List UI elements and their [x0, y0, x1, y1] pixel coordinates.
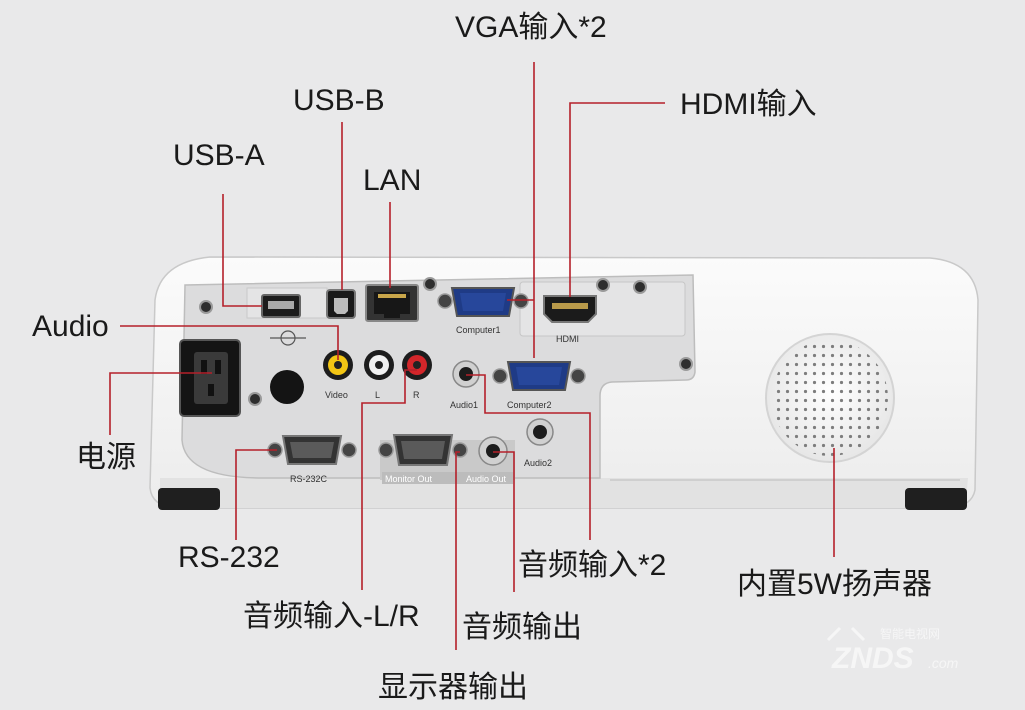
audio-out-jack [478, 436, 508, 466]
hdmi-port [543, 295, 597, 323]
label-hdmi: HDMI [556, 334, 579, 344]
label-monitor-out: Monitor Out [385, 474, 433, 484]
callout-audio: Audio [32, 310, 109, 343]
label-l: L [375, 390, 380, 400]
callout-vga-input: VGA输入*2 [455, 11, 607, 44]
usb-a-port [261, 294, 301, 318]
callout-speaker: 内置5W扬声器 [737, 568, 932, 601]
label-computer2: Computer2 [507, 400, 552, 410]
callout-power: 电源 [76, 441, 136, 474]
vga-computer1-port [437, 287, 529, 317]
watermark-cn: 智能电视网 [880, 626, 940, 641]
label-audio1: Audio1 [450, 400, 478, 410]
callout-usb-b: USB-B [293, 84, 385, 117]
callout-audio-input-lr: 音频输入-L/R [243, 600, 420, 633]
speaker-grille [765, 333, 895, 463]
callout-audio-output: 音频输出 [462, 611, 582, 644]
security-slot [270, 370, 304, 404]
label-rs232c: RS-232C [290, 474, 328, 484]
label-audio-out: Audio Out [466, 474, 507, 484]
watermark-brand: ZNDS [831, 642, 914, 675]
tv-antenna-icon [826, 626, 866, 642]
watermark-domain: .com [928, 655, 959, 671]
rca-video-jack [323, 350, 353, 380]
panel-screws [199, 277, 693, 406]
watermark: 智能电视网 ZNDS .com [826, 626, 959, 675]
leader-lines [109, 62, 835, 650]
callout-usb-a: USB-A [173, 139, 265, 172]
audio2-jack [526, 418, 554, 446]
power-inlet [179, 339, 241, 417]
label-r: R [413, 390, 420, 400]
callout-hdmi-input: HDMI输入 [680, 88, 817, 121]
callout-monitor-output: 显示器输出 [378, 671, 528, 704]
label-video: Video [325, 390, 348, 400]
rca-left-jack [364, 350, 394, 380]
monitor-out-port [378, 434, 468, 466]
callout-lan: LAN [363, 164, 421, 197]
callout-rs232: RS-232 [178, 541, 280, 574]
label-audio2: Audio2 [524, 458, 552, 468]
vga-computer2-port [492, 361, 586, 391]
foot-right [905, 488, 967, 510]
audio1-jack [452, 360, 480, 388]
usb-mark-icon [270, 330, 306, 346]
label-computer1: Computer1 [456, 325, 501, 335]
rs232c-port [267, 435, 357, 465]
callout-audio-input-2: 音频输入*2 [518, 549, 666, 582]
foot-left [158, 488, 220, 510]
rca-right-jack [402, 350, 432, 380]
usb-b-port [326, 289, 356, 319]
lan-port [365, 284, 419, 322]
